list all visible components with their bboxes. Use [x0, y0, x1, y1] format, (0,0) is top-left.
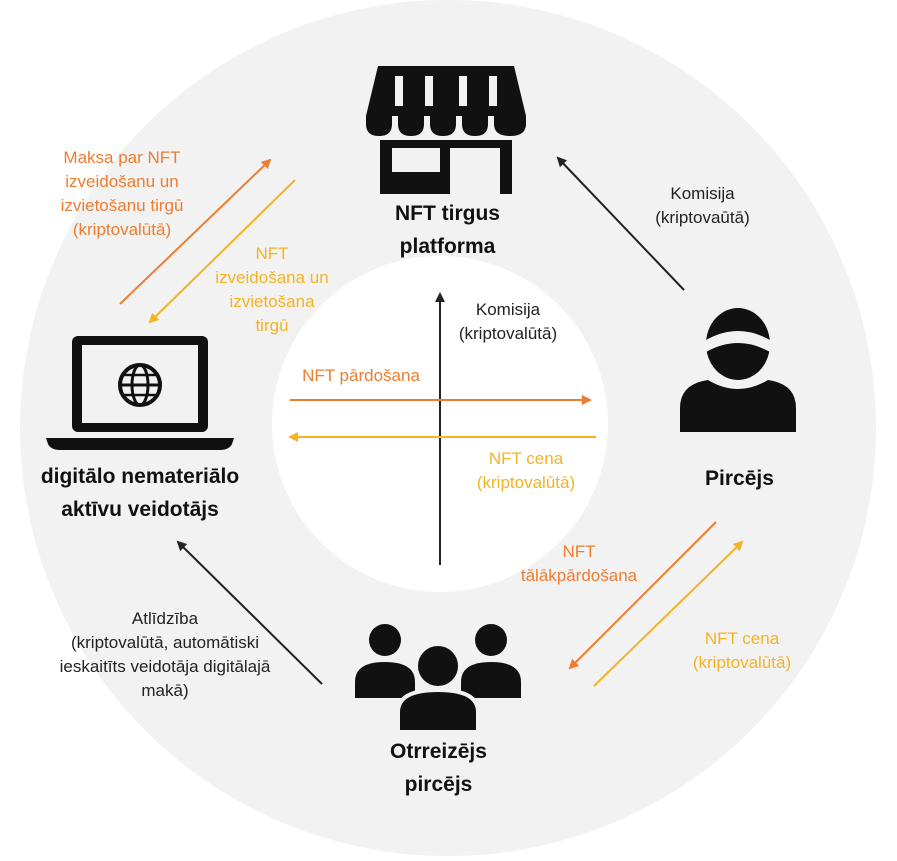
group-icon — [355, 624, 521, 734]
arrow-royalty — [176, 540, 323, 685]
platform-listing-label: NFT izveidošana un izvietošana tirgū — [215, 244, 329, 335]
person-icon — [680, 308, 796, 432]
arrow-platform-listing — [148, 179, 296, 324]
buyer-title: Pircējs — [705, 467, 774, 490]
arrow-creator-fee — [119, 158, 272, 305]
arrow-buyer-commission — [556, 156, 685, 291]
buyer-commission-label: Komisija (kriptovaūtā) — [655, 184, 750, 227]
creator-fee-label: Maksa par NFT izveidošanu un izvietošanu… — [60, 148, 184, 239]
arrow-resale — [568, 521, 717, 670]
center-commission-label: Komisija (kriptovalūtā) — [458, 300, 558, 343]
center-sale-label: NFT pārdošana — [302, 366, 420, 385]
center-price-label: NFT cena (kriptovalūtā) — [476, 449, 576, 492]
arrow-resale-price — [593, 540, 744, 687]
resale-buyer-title: Otrreizējs pircējs — [390, 740, 487, 796]
resale-label: NFT tālākpārdošana — [520, 542, 638, 585]
platform-title: NFT tirgus platforma — [395, 202, 500, 258]
laptop-globe-icon — [46, 336, 234, 450]
creator-title: digitālo nemateriālo aktīvu veidotājs — [40, 465, 240, 521]
storefront-icon — [366, 66, 526, 194]
resale-price-label: NFT cena (kriptovalūtā) — [692, 629, 792, 672]
royalty-label: Atlīdzība (kriptovalūtā, automātiski ies… — [59, 609, 271, 700]
